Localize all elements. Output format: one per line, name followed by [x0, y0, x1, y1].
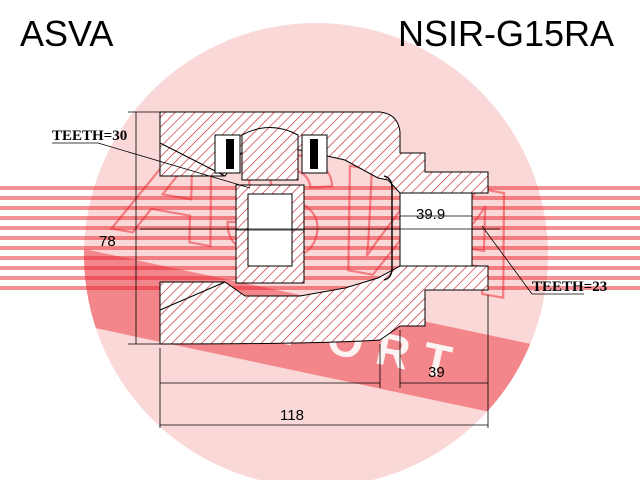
roller-left-core	[226, 139, 234, 169]
teeth-inner-label: TEETH=23	[532, 279, 607, 295]
roller-right-core	[310, 139, 318, 169]
watermark-logo: ASVA SPORT	[0, 23, 640, 480]
retaining-clip	[383, 175, 393, 281]
housing-tapered-edge	[159, 142, 226, 311]
dim-height-label: 78	[99, 233, 116, 250]
teeth-outer-label: TEETH=30	[52, 128, 127, 144]
stub-bore	[399, 192, 473, 267]
dim-stub-length-label: 39	[428, 364, 445, 381]
dimension-lines	[52, 111, 584, 428]
dim-bore-label: 39.9	[416, 206, 445, 223]
part-number-title: NSIR-G15RA	[398, 13, 615, 54]
brand-title: ASVA	[20, 13, 114, 54]
stub-shaft	[383, 175, 473, 281]
spider-roller-top	[241, 127, 299, 181]
housing-lower-wall	[159, 265, 489, 345]
spider-assembly	[214, 127, 328, 284]
watermark-stripes	[0, 186, 640, 290]
dim-total-length-label: 118	[280, 407, 304, 424]
